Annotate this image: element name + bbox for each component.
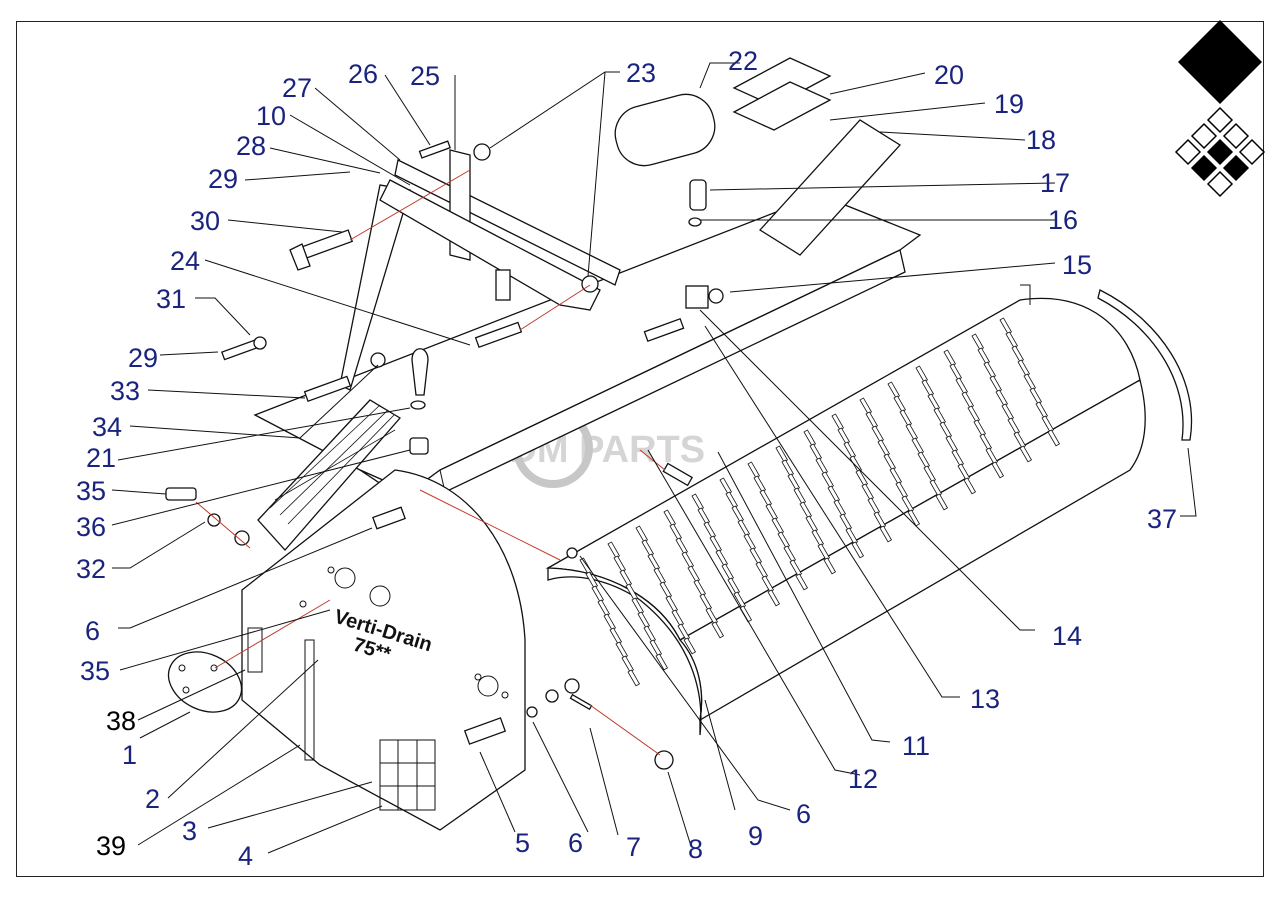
hood-slot: [935, 493, 949, 511]
label-26: 26: [348, 59, 378, 89]
label-28: 28: [236, 131, 266, 161]
label-8: 8: [688, 834, 703, 864]
hood-slot-pattern: [579, 317, 1061, 687]
hood-slot: [643, 625, 657, 643]
label-10: 10: [256, 101, 286, 131]
cover-plate: [167, 651, 243, 713]
rear-hood-cover: [545, 284, 1146, 736]
hood-slot: [655, 653, 669, 671]
label-7: 7: [626, 832, 641, 862]
hood-slot: [1019, 445, 1033, 463]
hood-slot: [963, 477, 977, 495]
label-33: 33: [110, 376, 140, 406]
hood-slot: [711, 621, 725, 639]
label-29a: 29: [208, 164, 238, 194]
label-24: 24: [170, 246, 200, 276]
leader-lines: [111, 62, 1197, 854]
label-13: 13: [970, 684, 1000, 714]
label-6c: 6: [85, 616, 100, 646]
label-27: 27: [282, 73, 312, 103]
label-15: 15: [1062, 250, 1092, 280]
drawing-frame: [16, 21, 1264, 877]
label-14: 14: [1052, 621, 1082, 651]
label-36: 36: [76, 512, 106, 542]
label-16: 16: [1048, 205, 1078, 235]
label-17: 17: [1040, 168, 1070, 198]
label-9: 9: [748, 821, 763, 851]
label-32: 32: [76, 554, 106, 584]
label-25: 25: [410, 61, 440, 91]
label-38: 38: [106, 706, 136, 736]
label-21: 21: [86, 443, 116, 473]
hood-slot: [795, 573, 809, 591]
label-11: 11: [902, 731, 930, 761]
brand-diamond-logo: [1174, 20, 1266, 198]
hood-slot: [823, 557, 837, 575]
label-23: 23: [626, 58, 656, 88]
label-5: 5: [515, 828, 530, 858]
side-plate: Verti-Drain 75**: [241, 469, 526, 831]
label-29b: 29: [128, 343, 158, 373]
hood-slot: [683, 637, 697, 655]
grating-plate: [257, 399, 401, 551]
hood-slot: [591, 585, 605, 603]
hood-slot: [615, 641, 629, 659]
label-19: 19: [994, 89, 1024, 119]
roller-tube: [614, 93, 716, 167]
hood-slot: [907, 509, 921, 527]
label-2: 2: [145, 784, 160, 814]
hood-slot: [609, 627, 623, 645]
warning-sticker-grid: [379, 739, 436, 811]
label-3: 3: [182, 816, 197, 846]
label-12: 12: [848, 764, 878, 794]
label-6a: 6: [568, 828, 583, 858]
label-35a: 35: [76, 476, 106, 506]
hood-slot: [627, 669, 641, 687]
label-31: 31: [156, 284, 186, 314]
part-number-labels: 1 2 3 4 5 6 6 6 7 8 9 10 11 12 13 14 15 …: [76, 46, 1177, 871]
label-6b: 6: [796, 799, 811, 829]
label-4: 4: [238, 841, 253, 871]
hood-slot: [879, 525, 893, 543]
label-30: 30: [190, 206, 220, 236]
label-1: 1: [122, 740, 137, 770]
label-35b: 35: [80, 656, 110, 686]
hardware-bolts: [165, 140, 724, 770]
hood-slot: [597, 599, 611, 617]
label-37: 37: [1147, 504, 1177, 534]
label-39: 39: [96, 831, 126, 861]
hood-slot: [621, 655, 635, 673]
hood-slot: [603, 613, 617, 631]
hood-slot: [637, 611, 651, 629]
label-18: 18: [1026, 125, 1056, 155]
hood-slot: [851, 541, 865, 559]
hood-slot: [1047, 429, 1061, 447]
assembly-center-lines: [195, 169, 666, 756]
label-20: 20: [934, 60, 964, 90]
side-shield-band: [1097, 289, 1193, 441]
hitch-frame: [339, 149, 621, 391]
label-22: 22: [728, 46, 758, 76]
label-34: 34: [92, 412, 122, 442]
hood-slot: [767, 589, 781, 607]
hood-slot: [991, 461, 1005, 479]
